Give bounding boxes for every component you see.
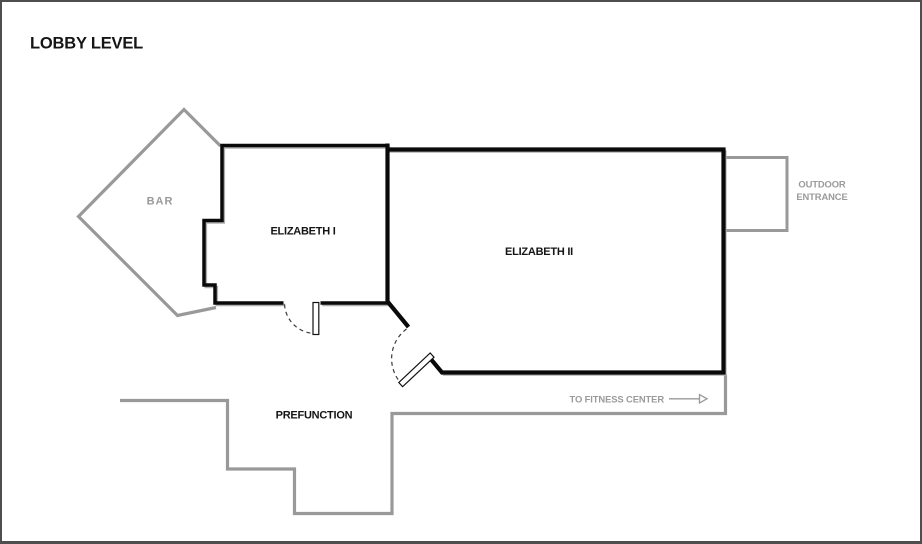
elizabeth2-door-leaf	[397, 352, 435, 388]
outdoor-entrance-outline	[722, 156, 789, 232]
elizabeth1-label: ELIZABETH I	[270, 226, 335, 238]
elizabeth2-walls-shadow	[389, 150, 727, 376]
prefunction-label: PREFUNCTION	[276, 410, 353, 422]
elizabeth2-walls	[385, 143, 726, 375]
outdoor-entrance-label-line2: ENTRANCE	[796, 191, 847, 202]
elizabeth2-label: ELIZABETH II	[505, 246, 573, 258]
outdoor-entrance-label-line1: OUTDOOR	[798, 179, 846, 190]
prefunction-outline	[120, 374, 728, 516]
elizabeth1-door-leaf	[312, 301, 320, 336]
elizabeth1-door-arc	[283, 304, 315, 335]
fitness-arrow-head-icon	[698, 393, 709, 405]
elizabeth2-door-arc	[391, 328, 407, 382]
bar-label: BAR	[147, 196, 174, 208]
elizabeth1-walls	[202, 143, 390, 305]
fitness-center-label: TO FITNESS CENTER	[570, 394, 665, 405]
bar-outline	[76, 107, 222, 318]
page-title: LOBBY LEVEL	[30, 35, 143, 53]
